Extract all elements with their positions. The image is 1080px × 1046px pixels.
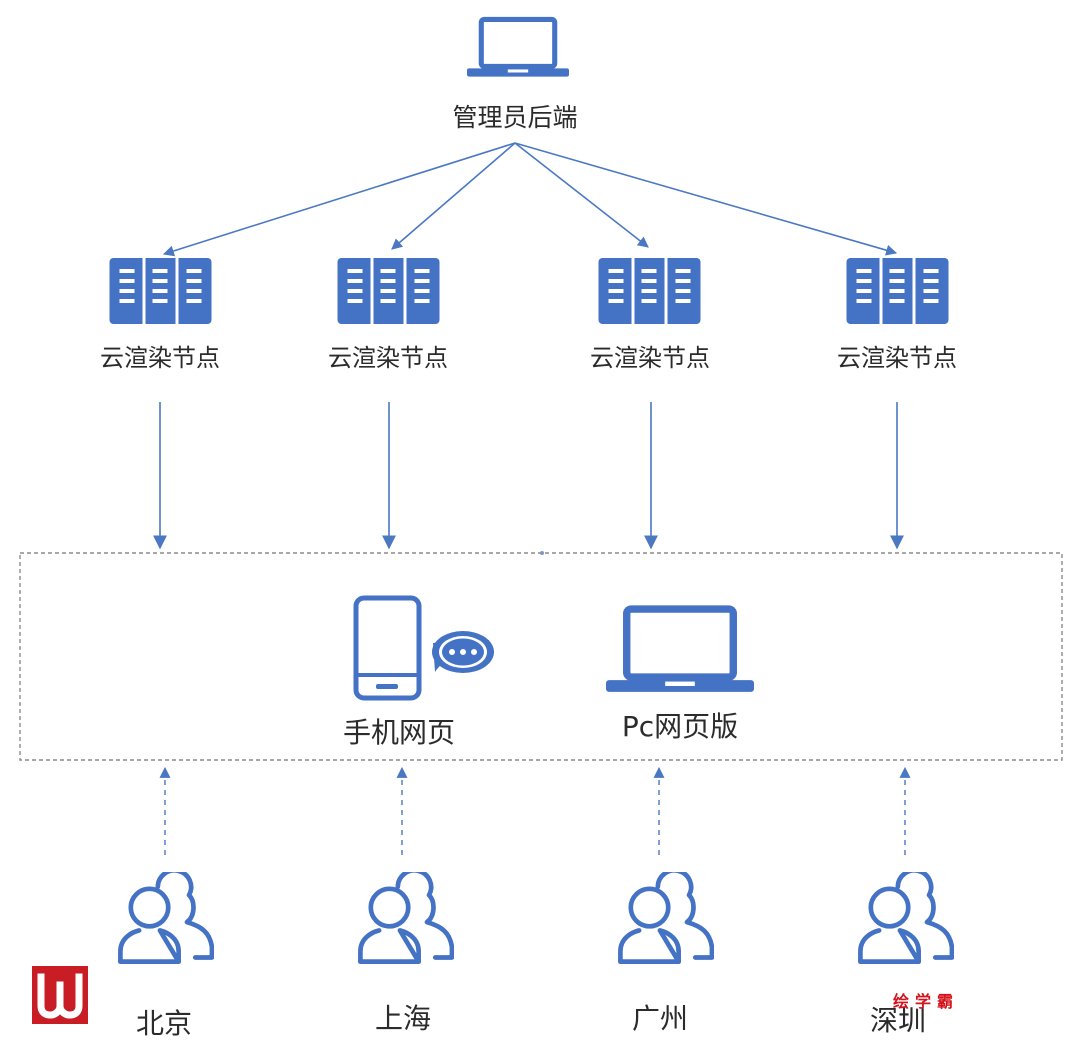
render-node-2: 云渲染节点	[328, 258, 448, 372]
users-icon	[360, 870, 452, 961]
user-group-2: 上海	[360, 870, 452, 1035]
client-container	[19, 552, 1063, 761]
mobile-client: 手机网页	[343, 595, 494, 749]
render-node-1: 云渲染节点	[100, 258, 220, 372]
node-label-2: 云渲染节点	[328, 344, 448, 372]
user-group-1: 北京	[120, 870, 212, 1040]
users-icon	[860, 870, 952, 961]
users-icon	[620, 870, 712, 961]
admin-label: 管理员后端	[452, 103, 577, 132]
chat-bubble-icon	[432, 631, 494, 673]
admin-to-node-arrows	[162, 142, 898, 257]
node-label-3: 云渲染节点	[590, 344, 710, 372]
arrow-admin-node-2	[391, 142, 516, 250]
arrow-admin-node-4	[514, 142, 898, 256]
pc-client: Pc网页版	[606, 609, 754, 743]
admin-laptop-icon	[467, 19, 569, 76]
laptop-icon	[606, 609, 754, 692]
pc-label: Pc网页版	[622, 710, 738, 743]
server-icon	[846, 258, 949, 324]
arrow-admin-node-3	[514, 142, 649, 248]
server-icon	[598, 258, 701, 324]
user-city-4: 深圳	[870, 1004, 926, 1037]
user-to-client-arrows	[159, 766, 911, 855]
user-city-1: 北京	[136, 1007, 192, 1040]
mobile-label: 手机网页	[343, 716, 455, 749]
phone-icon	[353, 595, 422, 701]
render-node-4: 云渲染节点	[837, 258, 957, 372]
server-icon	[109, 258, 212, 324]
user-city-3: 广州	[632, 1002, 688, 1035]
node-label-4: 云渲染节点	[837, 344, 957, 372]
render-node-3: 云渲染节点	[590, 258, 710, 372]
brand-name: 绘学霸	[893, 992, 960, 1011]
node-to-client-arrows	[153, 402, 904, 550]
user-group-3: 广州	[620, 870, 712, 1035]
users-icon	[120, 870, 212, 961]
logo-icon	[32, 966, 88, 1024]
arrow-admin-node-1	[162, 142, 516, 257]
server-icon	[337, 258, 440, 324]
user-group-4: 深圳	[860, 870, 952, 1037]
user-city-2: 上海	[375, 1002, 431, 1035]
node-label-1: 云渲染节点	[100, 344, 220, 372]
